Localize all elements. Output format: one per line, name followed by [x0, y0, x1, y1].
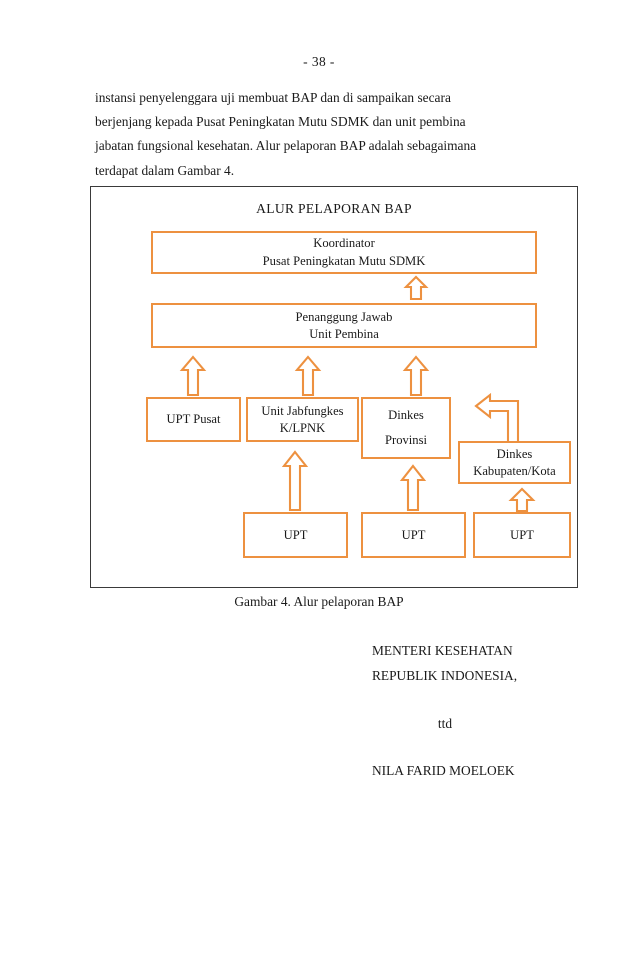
word: unit	[395, 114, 417, 130]
arrow-up-upt-pusat-to-penanggung	[179, 355, 207, 397]
word: penyelenggara	[139, 90, 218, 105]
word: uji	[220, 90, 235, 105]
word: berjenjang	[95, 114, 152, 130]
flow-box-upt-3-line1: UPT	[510, 527, 534, 542]
word: Pusat	[196, 114, 226, 130]
word: sebagaimana	[406, 138, 477, 154]
signature-minister-title-line1: MENTERI KESEHATAN	[372, 643, 513, 658]
word: kesehatan.	[196, 138, 254, 154]
signature-minister-name: NILA FARID MOELOEK	[372, 763, 515, 778]
paragraph-line-3: jabatan fungsional kesehatan. Alur pelap…	[95, 134, 565, 158]
word: sampaikan	[356, 90, 415, 105]
arrow-up-jabfungkes-to-penanggung	[294, 355, 322, 397]
word: di	[343, 90, 354, 105]
word: kepada	[154, 114, 193, 130]
word: pembina	[419, 114, 466, 130]
flow-box-dinkes-provinsi[interactable]: Dinkes Provinsi	[361, 397, 451, 459]
word: SDMK	[330, 114, 370, 130]
word: fungsional	[137, 138, 194, 154]
signature-minister-title-line2: REPUBLIK INDONESIA,	[372, 668, 518, 683]
word: pelaporan	[283, 138, 337, 154]
flow-box-upt-1[interactable]: UPT	[243, 512, 348, 558]
word: Peningkatan	[228, 114, 295, 130]
word: BAP	[291, 90, 317, 105]
arrow-up-upt1-to-jabfungkes	[281, 450, 309, 512]
word: dan	[320, 90, 340, 105]
word: adalah	[368, 138, 404, 154]
flow-box-dinkes-kabupaten-kota[interactable]: Dinkes Kabupaten/Kota	[458, 441, 571, 484]
word: instansi	[95, 90, 136, 105]
figure-caption: Gambar 4. Alur pelaporan BAP	[234, 594, 404, 609]
arrow-up-penanggung-to-koordinator	[403, 275, 429, 301]
flow-box-upt-pusat-line1: UPT Pusat	[166, 412, 221, 427]
flow-box-jabfungkes-line2: K/LPNK	[279, 420, 326, 435]
flow-box-penanggung-line2: Unit Pembina	[309, 326, 379, 341]
flow-box-dinkes-provinsi-line2: Provinsi	[385, 433, 427, 448]
page-number: - 38 -	[303, 54, 335, 69]
word: Mutu	[298, 114, 328, 130]
flow-box-upt-2[interactable]: UPT	[361, 512, 466, 558]
word: BAP	[339, 138, 366, 154]
paragraph-line-1: instansi penyelenggara uji membuat BAP d…	[95, 86, 565, 110]
word: membuat	[238, 90, 289, 105]
arrow-elbow-left-dinkes-kabupaten-to-dinkes-provinsi	[474, 392, 530, 446]
flow-box-penanggung-line1: Penanggung Jawab	[295, 309, 393, 324]
flow-box-jabfungkes-line1: Unit Jabfungkes	[261, 404, 344, 418]
diagram-title: ALUR PELAPORAN BAP	[256, 201, 412, 216]
flow-box-dinkes-provinsi-line1: Dinkes	[388, 408, 424, 423]
word: jabatan	[95, 138, 134, 154]
flow-box-upt-2-line1: UPT	[401, 527, 426, 542]
flow-box-koordinator[interactable]: Koordinator Pusat Peningkatan Mutu SDMK	[151, 231, 537, 274]
flowchart-figure: ALUR PELAPORAN BAP Koordinator Pusat Pen…	[90, 186, 578, 588]
word: Alur	[255, 138, 281, 154]
body-paragraph: instansi penyelenggara uji membuat BAP d…	[95, 86, 565, 183]
flow-box-koordinator-line1: Koordinator	[313, 236, 375, 250]
flow-box-dinkes-kabupaten-line1: Dinkes	[496, 447, 533, 461]
signature-ttd: ttd	[437, 716, 453, 731]
flow-box-koordinator-line2: Pusat Peningkatan Mutu SDMK	[262, 253, 426, 268]
arrow-up-upt3-to-dinkes-kabupaten	[508, 487, 536, 513]
arrow-up-upt2-to-dinkes-provinsi	[399, 464, 427, 512]
arrow-up-dinkes-provinsi-to-penanggung	[402, 355, 430, 397]
flow-box-unit-jabfungkes[interactable]: Unit Jabfungkes K/LPNK	[246, 397, 359, 442]
paragraph-line-2: berjenjang kepada Pusat Peningkatan Mutu…	[95, 110, 565, 134]
flow-box-upt-1-line1: UPT	[283, 527, 308, 542]
paragraph-line-4: terdapat dalam Gambar 4.	[95, 162, 235, 178]
flow-box-penanggung-jawab[interactable]: Penanggung Jawab Unit Pembina	[151, 303, 537, 348]
signature-block: MENTERI KESEHATAN REPUBLIK INDONESIA, tt…	[372, 638, 602, 783]
flow-box-dinkes-kabupaten-line2: Kabupaten/Kota	[473, 463, 556, 478]
word: dan	[372, 114, 392, 130]
flow-box-upt-3[interactable]: UPT	[473, 512, 571, 558]
word: secara	[417, 90, 451, 105]
flow-box-upt-pusat[interactable]: UPT Pusat	[146, 397, 241, 442]
